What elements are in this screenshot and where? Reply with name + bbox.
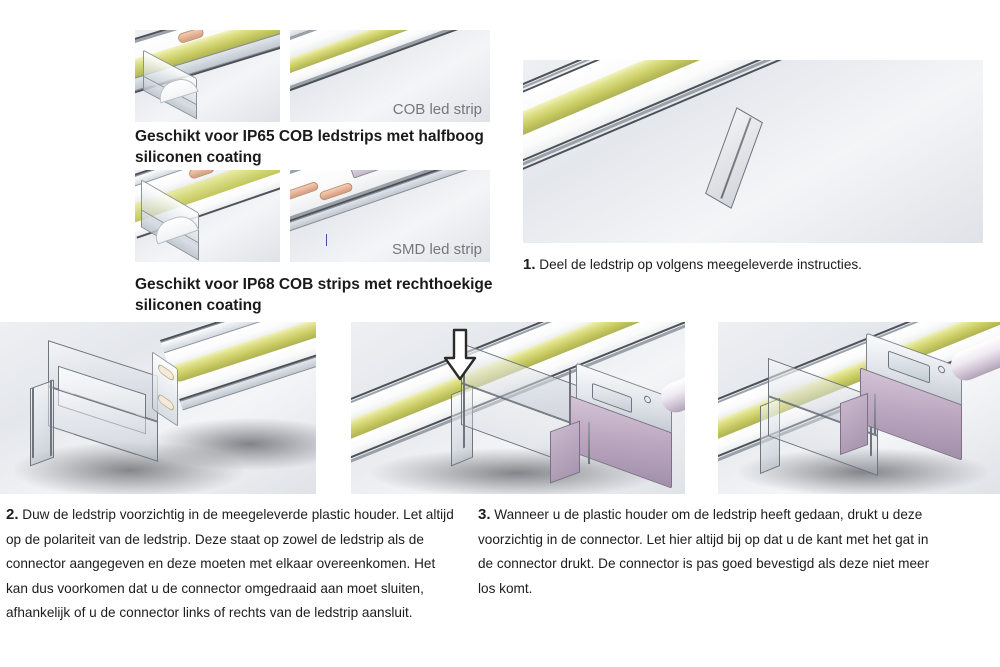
step-2-text: 2. Duw de ledstrip voorzichtig in de mee… — [6, 503, 458, 626]
step-3-body: Wanneer u de plastic houder om de ledstr… — [478, 507, 930, 596]
heading-ip68: Geschikt voor IP68 COB strips met rechth… — [135, 274, 535, 316]
step-1-text: 1. Deel de ledstrip op volgens meegeleve… — [523, 253, 973, 278]
panel-smd-led-strip: SMD led strip — [290, 170, 490, 262]
panel-step1-cut-strip — [523, 60, 983, 243]
panel-step2-holder-and-strip — [0, 322, 316, 494]
polarity-marker — [326, 234, 327, 246]
connector-pin — [874, 393, 876, 435]
smd-led-strip-label: SMD led strip — [391, 241, 482, 258]
panel-ip68-cob-endview — [135, 170, 280, 262]
heading-ip65-line1: Geschikt voor IP65 COB ledstrips met hal… — [135, 128, 484, 145]
step-2-body: Duw de ledstrip voorzichtig in de meegel… — [6, 507, 454, 620]
panel-step3-press-into-connector — [351, 322, 685, 494]
cob-led-strip-label: COB led strip — [392, 101, 482, 118]
step-3-number: 3. — [478, 506, 491, 523]
connector-front-face — [840, 392, 868, 456]
heading-ip65-line2: siliconen coating — [135, 149, 262, 166]
step-1-number: 1. — [523, 256, 536, 273]
heading-ip65: Geschikt voor IP65 COB ledstrips met hal… — [135, 126, 535, 168]
connector-pin — [588, 421, 590, 465]
heading-ip68-line2: siliconen coating — [135, 297, 262, 314]
heading-ip68-line1: Geschikt voor IP68 COB strips met rechth… — [135, 276, 493, 293]
panel-step3-connector-attached — [718, 322, 1000, 494]
panel-ip65-cob-endview — [135, 30, 280, 122]
connector-front-face — [550, 420, 580, 484]
step-2-number: 2. — [6, 506, 19, 523]
panel-ip65-cob-topview: COB led strip — [290, 30, 490, 122]
press-down-arrow — [443, 328, 477, 382]
step-3-text: 3. Wanneer u de plastic houder om de led… — [478, 503, 930, 601]
step-1-body: Deel de ledstrip op volgens meegeleverde… — [539, 257, 862, 272]
